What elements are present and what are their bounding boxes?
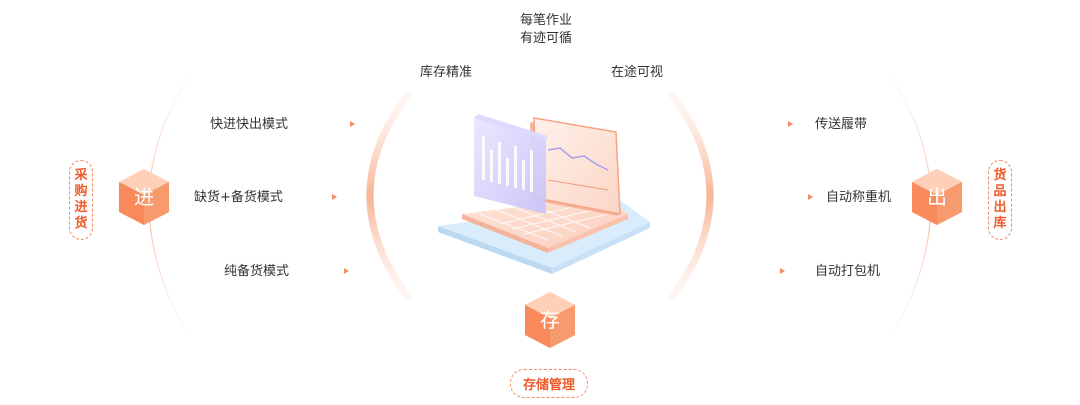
feature-traceable-line1: 每笔作业	[516, 13, 576, 29]
cube-outbound: 出	[910, 167, 964, 227]
feature-inventory-accurate: 库存精准	[420, 65, 472, 81]
right-item-packing: 自动打包机	[815, 264, 880, 280]
right-item-conveyor: 传送履带	[815, 117, 867, 133]
inner-arc-right	[670, 92, 710, 300]
left-item-shortage-stock: 缺货+备货模式	[194, 190, 283, 206]
left-item-pure-stock: 纯备货模式	[224, 264, 289, 280]
feature-traceable-line2: 有迹可循	[516, 31, 576, 47]
cube-storage: 存	[523, 290, 577, 350]
right-item-weighing: 自动称重机	[826, 190, 891, 206]
cube-inbound-label: 进	[117, 181, 171, 210]
laptop-illustration	[438, 114, 650, 274]
pill-goods-outbound: 货品出库	[988, 160, 1012, 240]
cube-storage-label: 存	[523, 304, 577, 333]
pill-storage-management: 存储管理	[510, 369, 588, 398]
pill-purchase-inbound: 采购进货	[69, 160, 93, 240]
right-arrows	[738, 121, 813, 274]
left-arrows	[292, 121, 355, 274]
cube-inbound: 进	[117, 167, 171, 227]
feature-in-transit-visible: 在途可视	[611, 65, 663, 81]
cube-outbound-label: 出	[910, 181, 964, 210]
left-item-fast-in-out: 快进快出模式	[210, 117, 288, 133]
inner-arc-left	[370, 92, 410, 300]
